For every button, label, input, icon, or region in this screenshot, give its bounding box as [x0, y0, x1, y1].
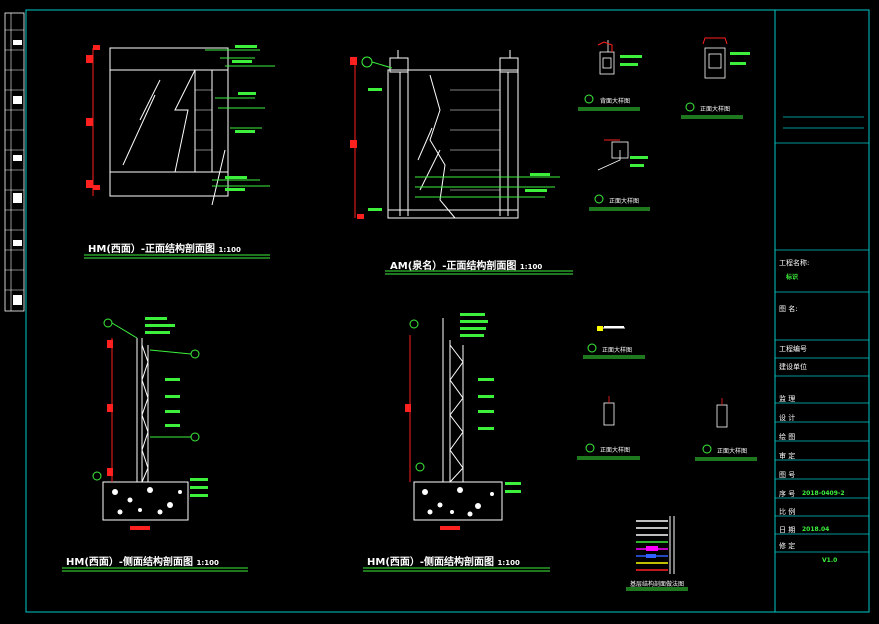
tb-supervisor-label: 监 理	[779, 395, 796, 403]
title-am-front-text: AM(泉名）-正面结构剖面图	[390, 261, 517, 272]
detail-top-2	[704, 47, 726, 79]
detail-label-6: 正面大样图	[717, 448, 748, 455]
drawing-hm-side-right	[405, 313, 521, 530]
tb-project-name-value: 标识	[786, 274, 799, 281]
tb-project-name-label: 工程名称:	[779, 259, 810, 267]
title-hm-side-left: HM(西面）-侧面结构剖面图 1:100	[66, 553, 219, 568]
tb-sheet-no-label: 图 号	[779, 471, 796, 479]
title-hm-side-right-scale: 1:100	[497, 559, 520, 567]
detail-mid-3	[716, 398, 728, 428]
tb-date-value: 2018.04	[802, 526, 830, 533]
detail-layered-structure	[636, 516, 675, 574]
detail-label-1: 背面大样图	[600, 98, 631, 105]
detail-top-3	[597, 141, 629, 171]
tb-drawing-label: 绘 图	[779, 433, 796, 441]
title-am-front: AM(泉名）-正面结构剖面图 1:100	[390, 257, 542, 272]
detail-label-5: 正面大样图	[600, 447, 631, 454]
title-am-front-scale: 1:100	[519, 263, 543, 271]
detail-label-2: 正面大样图	[700, 106, 731, 113]
binding-strip	[4, 12, 25, 312]
sheet-border	[25, 9, 870, 613]
drawing-am-front	[350, 50, 560, 219]
title-hm-side-right: HM(西面）-侧面结构剖面图 1:100	[367, 553, 520, 568]
detail-label-7: 基层结构剖面做法图	[630, 581, 685, 588]
tb-design-label: 设 计	[779, 414, 796, 422]
detail-mid-1	[597, 326, 625, 331]
tb-scale-label: 比 例	[779, 508, 796, 516]
title-underlines	[62, 107, 757, 591]
tb-revision-label: 修 定	[779, 542, 796, 550]
tb-review-label: 审 定	[779, 452, 796, 460]
detail-top-1	[599, 40, 615, 75]
title-hm-front: HM(西面）-正面结构剖面图 1:100	[88, 240, 241, 255]
tb-client-label: 建设单位	[779, 363, 807, 371]
title-hm-side-left-scale: 1:100	[196, 559, 219, 567]
detail-label-4: 正面大样图	[602, 347, 633, 354]
drawing-hm-front	[86, 45, 275, 206]
detail-label-3: 正面大样图	[609, 198, 640, 205]
title-hm-side-right-text: HM(西面）-侧面结构剖面图	[367, 557, 495, 568]
tb-serial-label: 序 号	[779, 490, 796, 498]
tb-drawing-name-label: 图 名:	[779, 305, 798, 313]
title-hm-side-left-text: HM(西面）-侧面结构剖面图	[66, 557, 194, 568]
drawing-hm-side-left	[92, 317, 208, 530]
detail-mid-2	[603, 396, 615, 426]
title-hm-front-text: HM(西面）-正面结构剖面图	[88, 244, 216, 255]
title-hm-front-scale: 1:100	[218, 246, 241, 254]
tb-serial-value: 2018-0409-2	[802, 490, 845, 497]
tb-date-label: 日 期	[779, 526, 796, 534]
title-block-grid	[775, 116, 869, 553]
tb-revision-value: V1.0	[822, 557, 838, 564]
tb-project-no-label: 工程编号	[779, 345, 807, 353]
